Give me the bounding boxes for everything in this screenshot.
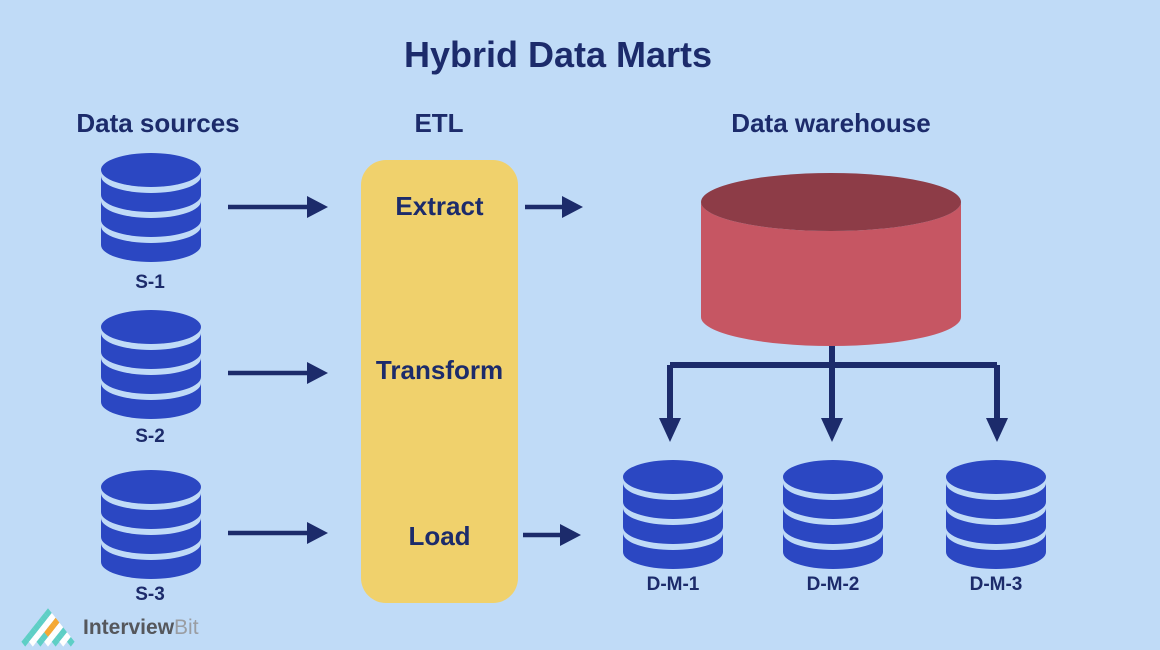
datamart-database-icon [783, 460, 883, 569]
warehouse-column-header: Data warehouse [731, 108, 931, 138]
datamart-database-icon [623, 460, 723, 569]
logo-text-light: Bit [174, 616, 199, 639]
arrow-icon [228, 194, 328, 220]
arrow-icon [525, 194, 583, 220]
source-database-icon [101, 310, 201, 419]
arrow-icon [228, 360, 328, 386]
datamart-label: D-M-1 [646, 574, 700, 595]
source-database-icon [101, 153, 201, 262]
datamart-database-icon [946, 460, 1046, 569]
etl-step-extract: Extract [395, 191, 484, 221]
etl-step-transform: Transform [375, 355, 504, 385]
branch-arrows-icon [659, 340, 1008, 442]
interviewbit-logo: InterviewBit [20, 608, 199, 648]
etl-process-box: Extract Transform Load [361, 160, 518, 603]
page-title: Hybrid Data Marts [403, 34, 713, 75]
source-label: S-3 [135, 584, 165, 605]
etl-step-load: Load [408, 521, 471, 551]
etl-column-header: ETL [414, 108, 464, 138]
logo-text: InterviewBit [83, 616, 199, 640]
arrow-icon [523, 522, 581, 548]
logo-pyramid-icon [21, 608, 75, 647]
warehouse-cylinder-icon [701, 173, 961, 346]
sources-column-header: Data sources [76, 108, 240, 138]
source-database-icon [101, 470, 201, 579]
arrow-icon [228, 520, 328, 546]
datamart-label: D-M-2 [806, 574, 860, 595]
source-label: S-2 [135, 426, 165, 447]
logo-text-bold: Interview [83, 616, 175, 639]
source-label: S-1 [135, 272, 165, 293]
datamart-label: D-M-3 [969, 574, 1023, 595]
